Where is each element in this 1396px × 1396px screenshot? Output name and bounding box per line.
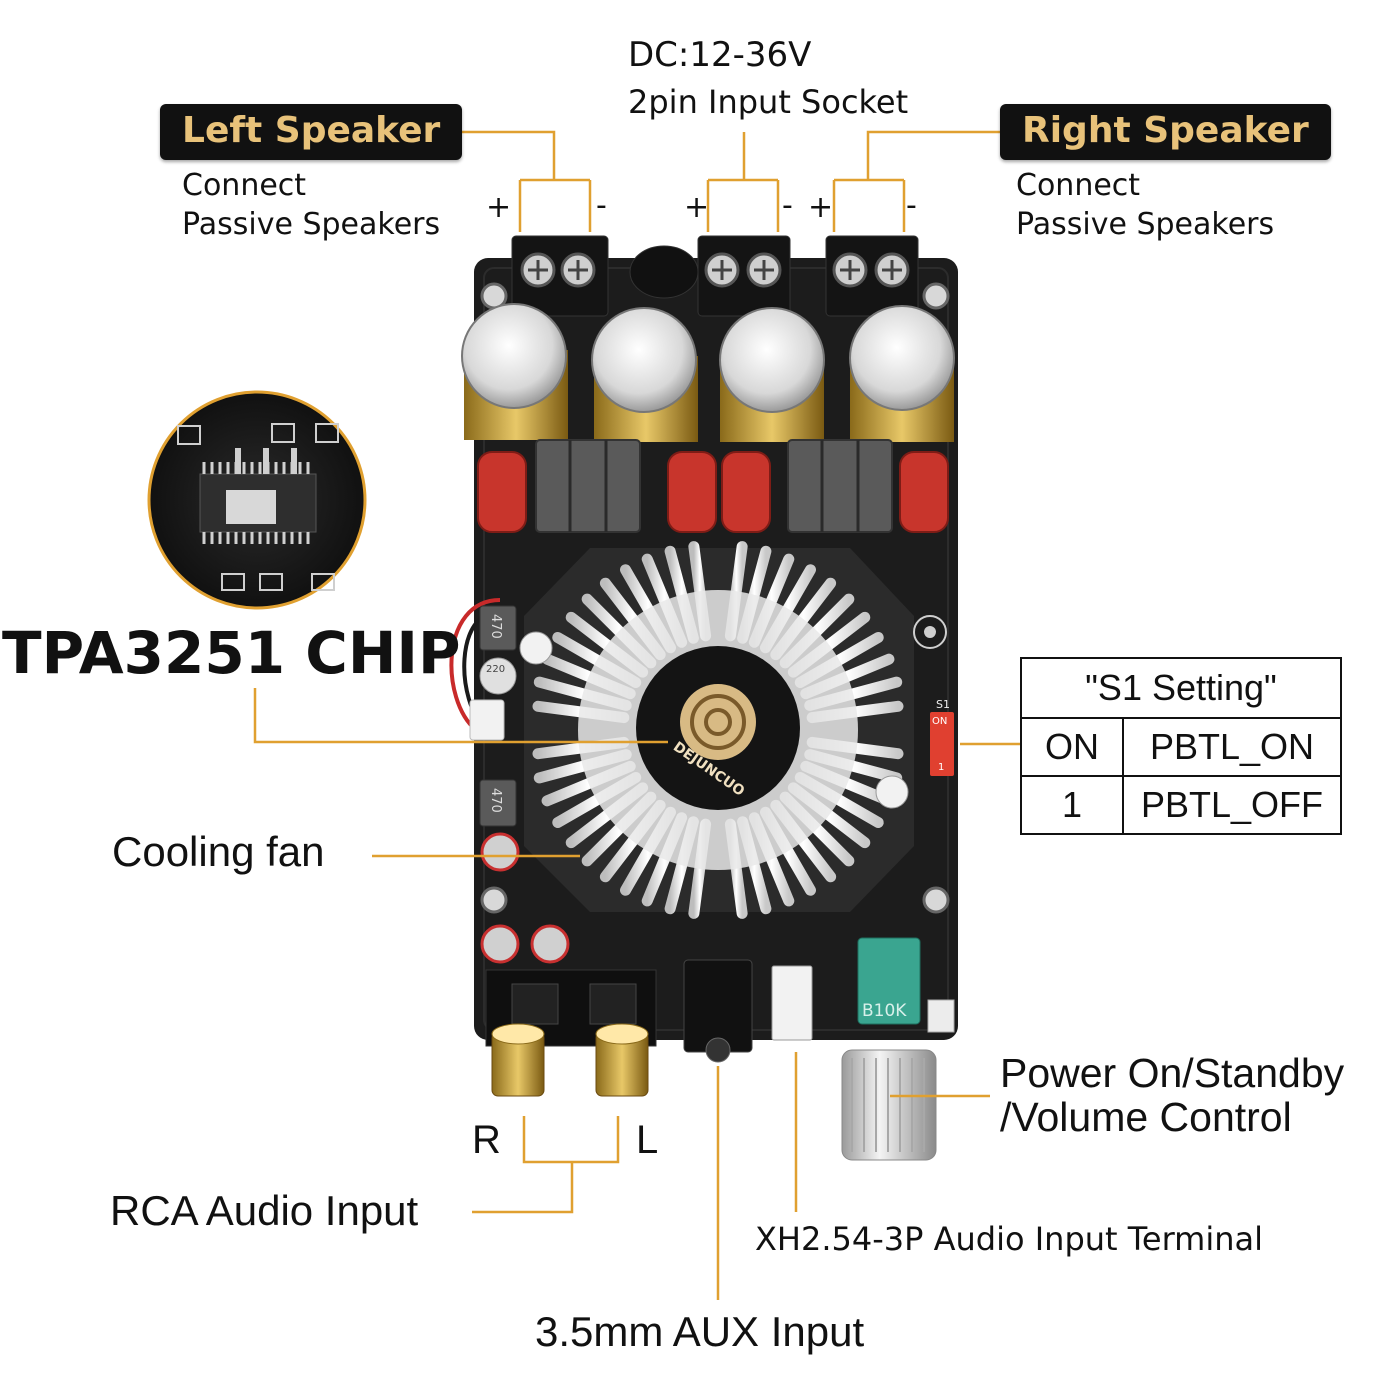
- electrolytic-capacitors: [461, 303, 955, 442]
- terminal-block-right: [825, 235, 919, 317]
- potentiometer: [857, 937, 921, 1025]
- leader-lines: [253, 130, 1020, 1300]
- power-control-line1: Power On/Standby: [1000, 1050, 1345, 1096]
- terminal-block-left: [511, 235, 609, 317]
- s1-1-mark: 1: [938, 762, 944, 773]
- pot-label: B10K: [862, 1001, 907, 1021]
- cooling-fan-label: Cooling fan: [112, 828, 325, 875]
- rca-input-label: RCA Audio Input: [110, 1187, 419, 1234]
- xh-terminal-label: XH2.54-3P Audio Input Terminal: [755, 1220, 1263, 1258]
- cap-220-label: 220: [486, 664, 505, 675]
- rca-jacks: [491, 1023, 649, 1097]
- cap-470-label-b: 470: [488, 788, 503, 813]
- aux-input-label: 3.5mm AUX Input: [535, 1308, 865, 1355]
- chip-label: TPA3251 CHIP: [2, 619, 461, 687]
- right-connect-line2: Passive Speakers: [1016, 207, 1275, 242]
- table-row: ON PBTL_ON: [1020, 717, 1342, 777]
- left-minus: -: [596, 188, 607, 223]
- s1-setting-table: "S1 Setting" ON PBTL_ON 1 PBTL_OFF: [1020, 657, 1342, 835]
- power-plus: +: [684, 190, 710, 225]
- left-speaker-badge: Left Speaker: [160, 104, 463, 160]
- s1-row-switch: ON: [1020, 717, 1124, 777]
- right-speaker-badge: Right Speaker: [1000, 104, 1331, 160]
- left-plus: +: [486, 190, 512, 225]
- inductors: [535, 439, 893, 533]
- s1-table-header-row: "S1 Setting": [1020, 657, 1342, 719]
- s1-row-mode: PBTL_OFF: [1122, 775, 1342, 835]
- dc-input-label: DC:12-36V: [628, 35, 812, 75]
- right-connect-line1: Connect: [1016, 168, 1141, 203]
- table-row: 1 PBTL_OFF: [1020, 775, 1342, 835]
- left-connect-line1: Connect: [182, 168, 307, 203]
- cap-470-label-a: 470: [488, 614, 503, 639]
- s1-dip-switch: [930, 712, 954, 776]
- xh-terminal: [771, 965, 813, 1041]
- chip-inset: [147, 390, 367, 610]
- s1-row-mode: PBTL_ON: [1122, 717, 1342, 777]
- rca-l-label: L: [636, 1118, 659, 1162]
- dc-socket-label: 2pin Input Socket: [628, 83, 909, 121]
- film-capacitors: [477, 451, 949, 533]
- right-plus: +: [808, 190, 834, 225]
- heat-sink: DEJUNCUO: [524, 540, 914, 920]
- mounting-holes: [480, 282, 950, 914]
- rca-r-label: R: [472, 1118, 501, 1162]
- terminal-block-power: [697, 235, 791, 317]
- s1-mark: S1: [936, 698, 950, 711]
- s1-row-switch: 1: [1020, 775, 1124, 835]
- power-control-line2: /Volume Control: [1000, 1094, 1292, 1140]
- s1-on-mark: ON: [932, 716, 947, 727]
- right-minus: -: [906, 188, 917, 223]
- volume-knob: [841, 1049, 937, 1161]
- s1-table-title: "S1 Setting": [1020, 657, 1342, 719]
- left-connect-line2: Passive Speakers: [182, 207, 441, 242]
- power-minus: -: [782, 188, 793, 223]
